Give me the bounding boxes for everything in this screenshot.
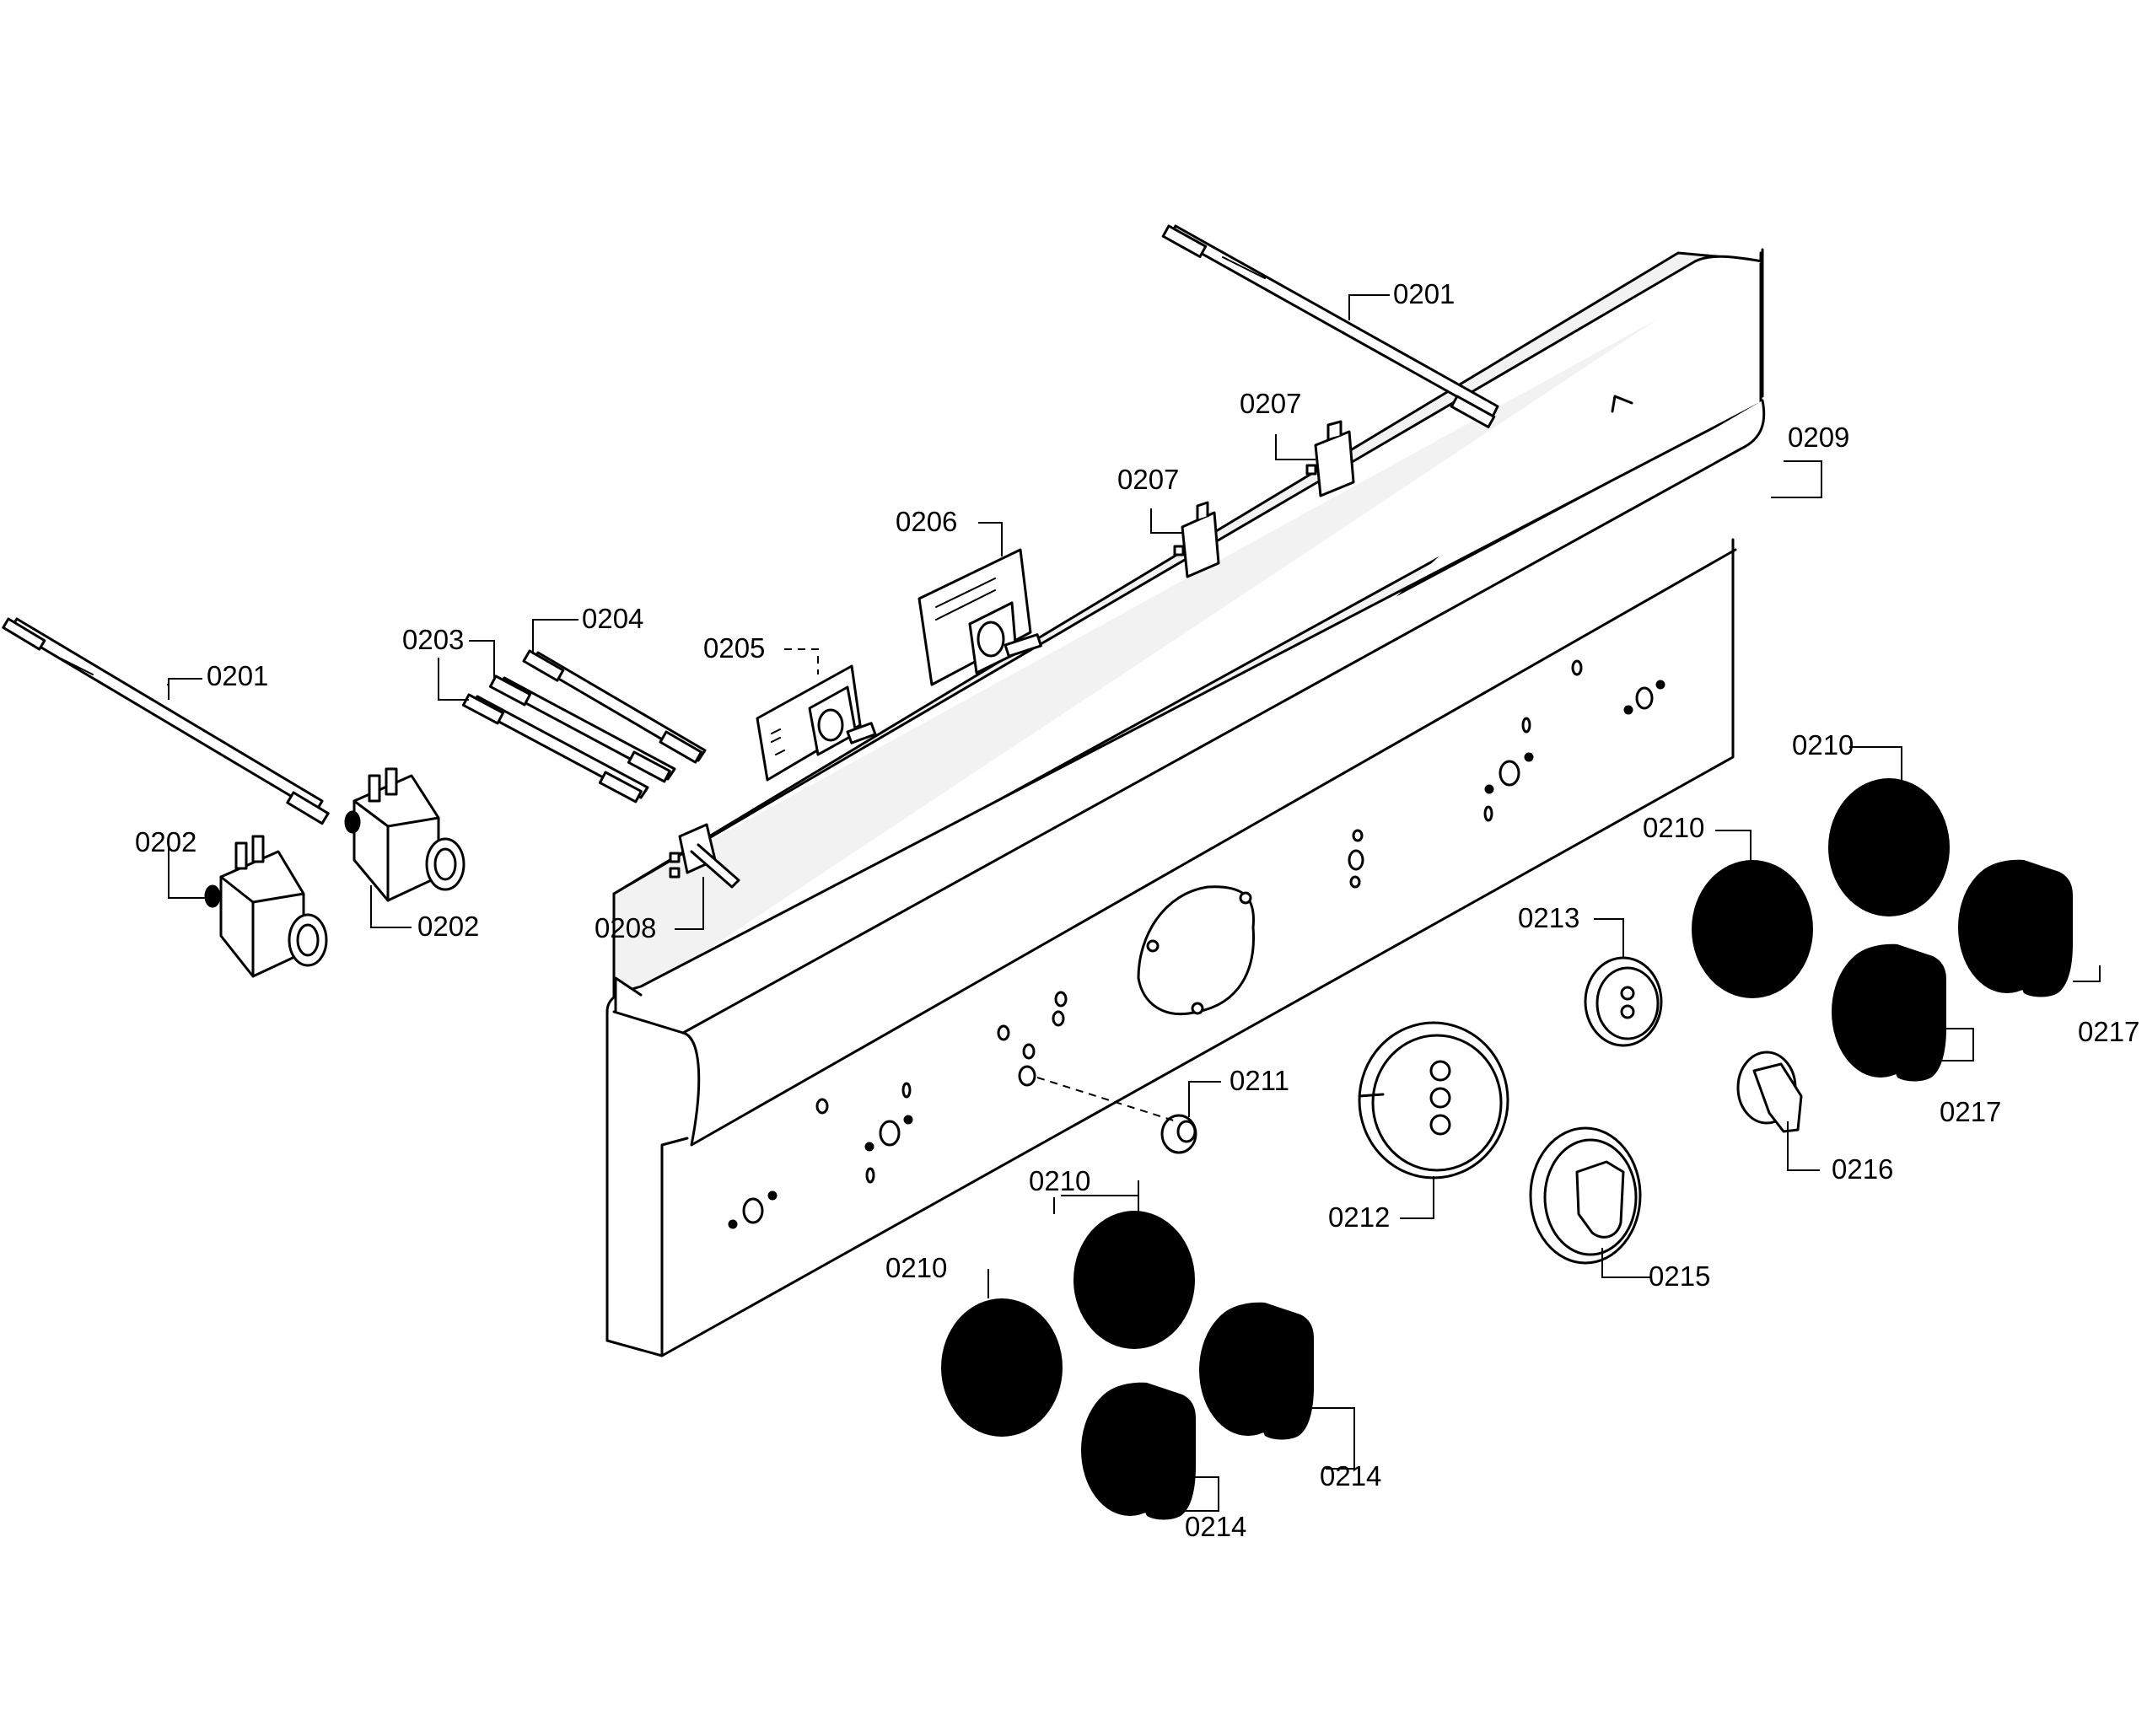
callout-0212: 0212 bbox=[1328, 1201, 1390, 1233]
wire-lead-left bbox=[2, 617, 330, 825]
callout-0214-right: 0214 bbox=[1320, 1460, 1381, 1491]
callout-0201-left: 0201 bbox=[207, 660, 268, 691]
callout-0216: 0216 bbox=[1832, 1153, 1893, 1185]
callout-0210-mid: 0210 bbox=[1643, 812, 1704, 843]
callout-0202-right: 0202 bbox=[417, 911, 479, 942]
knob-0214-left bbox=[1081, 1382, 1196, 1520]
small-bezel bbox=[1584, 956, 1663, 1047]
toggle-switch bbox=[669, 823, 740, 889]
callout-0209: 0209 bbox=[1788, 422, 1849, 453]
switch-board bbox=[756, 664, 877, 782]
knob-0217-left bbox=[1832, 943, 1946, 1082]
wire-lead-top bbox=[1161, 224, 1499, 428]
callout-0214-left: 0214 bbox=[1185, 1511, 1246, 1542]
callout-0206: 0206 bbox=[896, 506, 957, 537]
leader-lines bbox=[167, 294, 2101, 1512]
knob-bezel-3 bbox=[1074, 1211, 1195, 1349]
solenoid-valve-2 bbox=[344, 767, 465, 902]
callout-0217-right: 0217 bbox=[2078, 1016, 2139, 1047]
callout-0213: 0213 bbox=[1518, 902, 1579, 933]
callout-0211: 0211 bbox=[1230, 1065, 1289, 1096]
callout-0217-left: 0217 bbox=[1940, 1096, 2001, 1127]
callout-0210-lower: 0210 bbox=[1029, 1165, 1090, 1196]
wire-lead-0204 bbox=[522, 649, 707, 764]
callout-0201-top: 0201 bbox=[1393, 278, 1455, 309]
micro-switch-2 bbox=[1305, 420, 1355, 497]
knob-with-bezel bbox=[1529, 1126, 1642, 1265]
callout-0210-right: 0210 bbox=[1792, 729, 1854, 761]
solenoid-valve-1 bbox=[204, 835, 328, 978]
callout-0205: 0205 bbox=[703, 632, 765, 664]
large-bezel bbox=[1358, 1021, 1509, 1180]
callout-0204: 0204 bbox=[582, 603, 643, 634]
knob-bezel-2 bbox=[1692, 860, 1813, 998]
knob-bezel-1 bbox=[1828, 778, 1950, 916]
callout-0207-right: 0207 bbox=[1240, 388, 1301, 419]
callout-0207-left: 0207 bbox=[1117, 464, 1179, 495]
callout-0208: 0208 bbox=[595, 912, 656, 943]
callout-0203: 0203 bbox=[402, 624, 464, 655]
callout-0202-left: 0202 bbox=[135, 826, 196, 857]
knob-bezel-4 bbox=[941, 1298, 1063, 1437]
grommet bbox=[1160, 1114, 1197, 1154]
knob-0214-right bbox=[1199, 1302, 1314, 1440]
callout-0215: 0215 bbox=[1649, 1260, 1710, 1292]
callout-0210-left: 0210 bbox=[885, 1252, 947, 1283]
micro-switch-1 bbox=[1173, 501, 1220, 578]
selector-board bbox=[917, 548, 1042, 686]
knob-0217-right bbox=[1958, 859, 2073, 997]
callout-labels: 0201 0201 0202 0202 0203 0204 0205 0206 … bbox=[135, 278, 2139, 1542]
small-knob bbox=[1736, 1051, 1803, 1133]
wire-lead-0203 bbox=[461, 675, 676, 804]
